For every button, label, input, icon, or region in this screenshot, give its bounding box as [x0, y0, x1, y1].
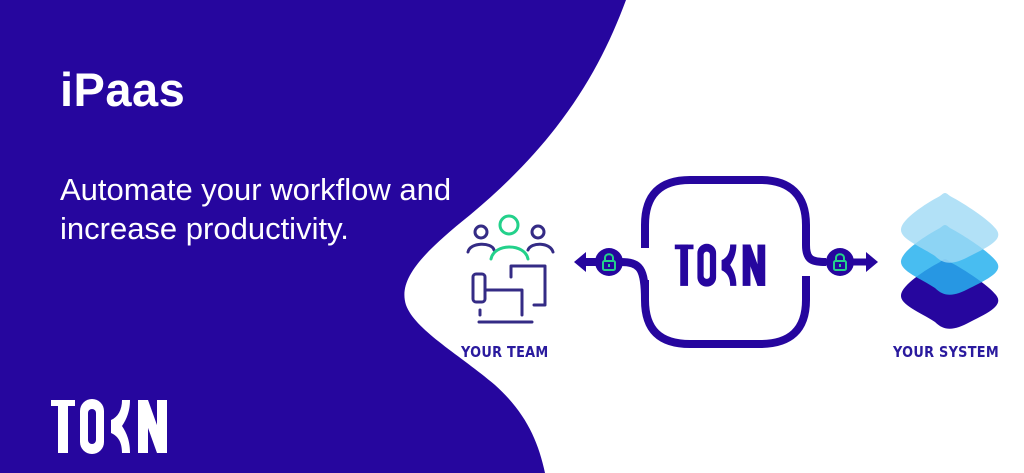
your-team-label: YOUR TEAM: [461, 343, 549, 361]
stacked-layers-icon: [900, 193, 999, 329]
tokn-hub-icon: [674, 243, 766, 287]
left-connector: [574, 176, 827, 348]
hero-subtitle: Automate your workflow and increase prod…: [60, 172, 452, 246]
page-title: iPaas: [60, 63, 186, 116]
lock-icon: [833, 253, 847, 271]
lock-icon: [602, 253, 616, 271]
team-workstation-icon: [466, 214, 555, 324]
your-system-label: YOUR SYSTEM: [893, 343, 999, 361]
right-connector: [826, 248, 878, 276]
tokn-logo: [51, 399, 167, 454]
